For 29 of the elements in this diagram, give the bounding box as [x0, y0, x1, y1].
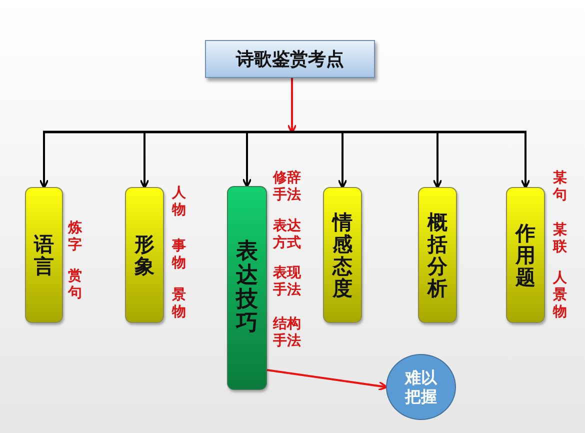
side-note: 某句 — [553, 170, 567, 204]
side-note: 表现手法 — [273, 265, 301, 299]
category-box: 表达技巧 — [227, 186, 267, 390]
arrow — [242, 132, 252, 188]
arrow — [432, 132, 442, 189]
category-box: 语言 — [25, 187, 63, 323]
side-note: 表达方式 — [273, 218, 301, 252]
title-banner: 诗歌鉴赏考点 — [205, 40, 375, 78]
side-note: 赏句 — [68, 268, 82, 302]
side-note: 结构手法 — [273, 316, 301, 350]
side-note: 景物 — [172, 287, 186, 321]
side-note: 人物 — [172, 185, 186, 219]
arrow — [287, 78, 297, 134]
side-note: 炼字 — [68, 220, 82, 254]
side-note: 某联 — [553, 222, 567, 256]
side-note: 事物 — [172, 238, 186, 272]
ellipse-node: 难以把握 — [386, 354, 456, 420]
connector-line — [43, 130, 526, 134]
arrow — [338, 132, 348, 189]
side-note: 人景物 — [553, 270, 567, 320]
arrow — [39, 132, 49, 189]
side-note: 修辞手法 — [273, 170, 301, 204]
category-box: 作用题 — [506, 187, 545, 323]
category-box: 情感态度 — [323, 187, 362, 323]
arrow — [520, 132, 530, 189]
category-box: 概括分析 — [418, 187, 457, 323]
arrow — [140, 132, 150, 189]
category-box: 形象 — [125, 187, 164, 323]
arrow — [266, 369, 388, 391]
